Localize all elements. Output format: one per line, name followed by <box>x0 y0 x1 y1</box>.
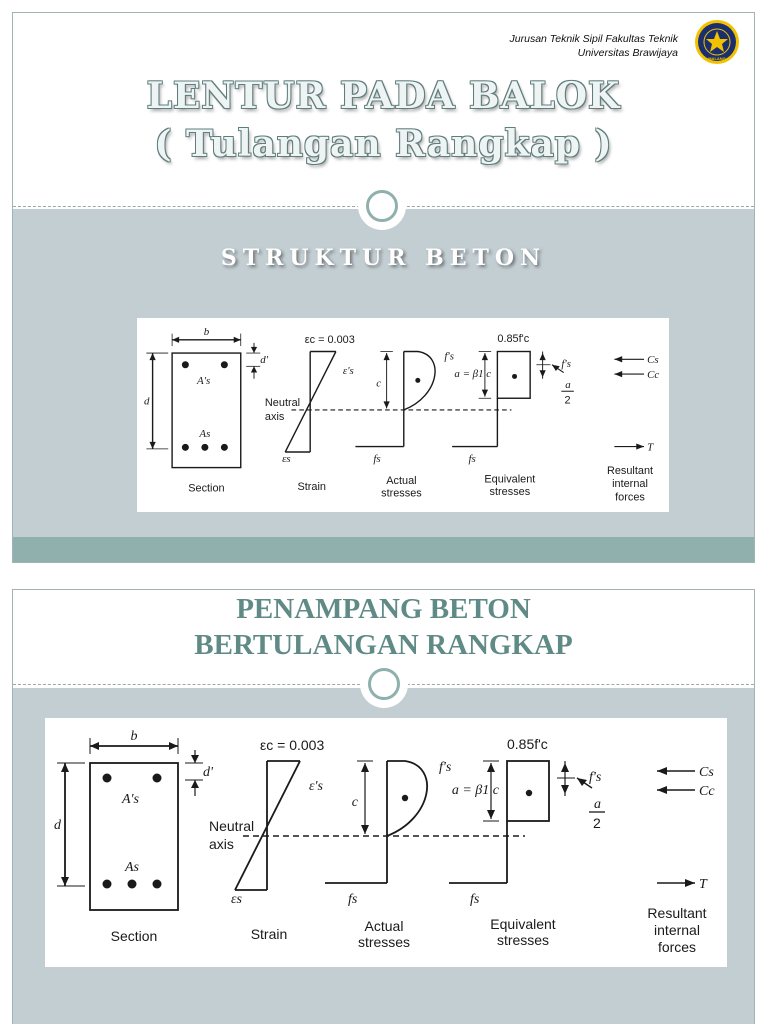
slide-2-content-panel: b d' d A's As Section εc = 0.003 ε's Neu… <box>13 688 754 1024</box>
label-resultant: Resultant <box>607 465 653 477</box>
label-as-prime: A's <box>196 375 210 387</box>
label-two: 2 <box>593 815 601 831</box>
label-epsilon-s-prime: ε's <box>343 365 354 377</box>
label-internal: internal <box>654 922 700 938</box>
label-t: T <box>699 877 708 892</box>
label-strain: Strain <box>251 926 288 942</box>
label-as-prime: A's <box>121 792 140 807</box>
label-085fc: 0.85f'c <box>497 333 529 345</box>
label-internal: internal <box>612 478 648 490</box>
label-cs: Cs <box>647 354 659 366</box>
slide-2: PENAMPANG BETON BERTULANGAN RANGKAP <box>12 589 755 1024</box>
label-a-over-2: a <box>594 797 601 812</box>
label-epsilon-s-prime: ε's <box>309 779 324 794</box>
label-section: Section <box>188 483 224 495</box>
label-b: b <box>204 326 210 338</box>
diagram-1: b d' d A's As Section εc = 0.003 ε's Neu… <box>137 318 669 512</box>
logo-lettering: MALANG <box>708 56 726 61</box>
label-a-beta-c: a = β1 c <box>452 783 500 798</box>
teal-footer-band <box>13 537 754 562</box>
label-cs: Cs <box>699 765 714 780</box>
label-fs-prime-equivalent: f's <box>561 358 571 370</box>
label-equivalent: Equivalent <box>490 916 555 932</box>
label-fs-equivalent: fs <box>469 453 476 465</box>
label-c: c <box>376 378 381 390</box>
slide-1-subtitle: STRUKTUR BETON <box>220 245 547 271</box>
slide-1: Jurusan Teknik Sipil Fakultas Teknik Uni… <box>12 12 755 563</box>
slide-1-title-line-1: LENTUR PADA BALOK <box>146 75 621 117</box>
label-d-prime: d' <box>203 765 214 780</box>
university-logo: MALANG <box>695 20 739 64</box>
slide-2-title-line-1: PENAMPANG BETON <box>236 593 531 625</box>
label-equivalent-stresses: stresses <box>497 932 549 948</box>
label-fs-actual: fs <box>348 892 358 907</box>
divider-ring-icon <box>358 182 406 230</box>
label-d: d <box>144 395 150 407</box>
label-strain: Strain <box>297 481 326 493</box>
label-equivalent: Equivalent <box>484 473 535 485</box>
slide-1-content-panel: STRUKTUR BETON <box>13 209 754 537</box>
label-section: Section <box>111 928 158 944</box>
label-neutral: Neutral <box>265 397 300 409</box>
label-c: c <box>352 795 359 810</box>
label-neutral: Neutral <box>209 818 254 834</box>
label-t: T <box>647 441 654 453</box>
label-actual-stresses: stresses <box>358 934 410 950</box>
label-fs-actual: fs <box>373 453 380 465</box>
label-fs-prime-equivalent: f's <box>589 770 602 785</box>
label-actual: Actual <box>365 918 404 934</box>
label-equivalent-stresses: stresses <box>490 486 531 498</box>
slide-1-title-line-2: ( Tulangan Rangkap ) <box>154 123 613 165</box>
label-two: 2 <box>564 395 570 407</box>
department-line-2: Universitas Brawijaya <box>577 47 678 59</box>
label-fs-prime-actual: f's <box>444 350 454 362</box>
divider-ring-icon <box>360 660 408 708</box>
label-as: As <box>124 860 140 875</box>
label-epsilon-s: εs <box>231 892 243 907</box>
label-d-prime: d' <box>260 354 268 366</box>
diagram-2: b d' d A's As Section εc = 0.003 ε's Neu… <box>45 718 727 967</box>
label-actual-stresses: stresses <box>381 487 422 499</box>
label-a-beta-c: a = β1 c <box>454 368 491 380</box>
label-085fc: 0.85f'c <box>507 736 548 752</box>
department-line-1: Jurusan Teknik Sipil Fakultas Teknik <box>509 33 678 45</box>
label-fs-prime-actual: f's <box>439 760 452 775</box>
label-cc: Cc <box>699 784 715 799</box>
label-cc: Cc <box>647 369 659 381</box>
label-resultant: Resultant <box>647 905 706 921</box>
label-epsilon-c: εc = 0.003 <box>305 334 355 346</box>
label-forces: forces <box>658 939 696 955</box>
label-b: b <box>131 729 138 744</box>
slide-2-title-line-2: BERTULANGAN RANGKAP <box>194 629 573 661</box>
label-axis: axis <box>209 836 234 852</box>
label-axis: axis <box>265 411 285 423</box>
label-forces: forces <box>615 491 645 503</box>
label-d: d <box>54 818 62 833</box>
label-actual: Actual <box>386 475 416 487</box>
department-text: Jurusan Teknik Sipil Fakultas Teknik Uni… <box>510 32 678 60</box>
label-epsilon-s: εs <box>282 453 291 465</box>
stress-strain-diagram: b d' d A's As Section εc = 0.003 ε's Neu… <box>54 729 715 955</box>
stress-strain-diagram: b d' d A's As Section εc = 0.003 ε's Neu… <box>144 326 659 503</box>
label-a-over-2: a <box>565 379 571 391</box>
label-fs-equivalent: fs <box>470 892 480 907</box>
label-as: As <box>198 428 210 440</box>
label-epsilon-c: εc = 0.003 <box>260 737 324 753</box>
slide-1-header: Jurusan Teknik Sipil Fakultas Teknik Uni… <box>13 13 754 209</box>
